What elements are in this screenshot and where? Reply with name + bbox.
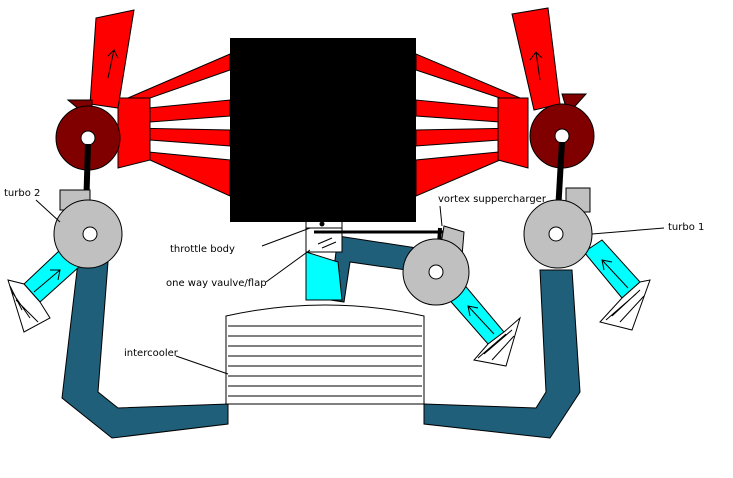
intake-right [583, 239, 651, 331]
filter-pleats-icon [605, 289, 645, 323]
compressor-left [53, 189, 123, 269]
intake-supercharger [445, 281, 521, 367]
intake-left [7, 249, 81, 333]
arrow-up-left-icon [467, 305, 495, 335]
vortex-supercharger-label: vortex suppercharger [438, 194, 547, 205]
engine-block [230, 38, 416, 222]
exhaust-manifold-right [415, 53, 529, 197]
intercooler [225, 304, 425, 405]
compressor-hub-right [548, 226, 564, 242]
compressor-hub-left [82, 226, 98, 242]
leader-one-way-valve [265, 249, 311, 283]
leader-vortex-supercharger [439, 205, 443, 227]
arrow-up-right-icon [33, 269, 61, 293]
arrow-up-icon [529, 51, 543, 81]
turbine-hub-left [80, 130, 96, 146]
one-way-valve-housing [305, 227, 343, 253]
arrow-up-icon [107, 49, 119, 79]
right-runner-top [415, 53, 521, 99]
intercooler-core [225, 304, 425, 405]
intercooler-fins [228, 325, 422, 397]
leader-lines [35, 199, 665, 375]
throttle-body-label: throttle body [170, 244, 235, 255]
throttle-pivot [319, 221, 325, 227]
exhaust-manifold-left [117, 53, 231, 197]
cold-intake-duct [305, 251, 343, 301]
charge-piping [61, 235, 581, 439]
leader-intercooler [175, 355, 229, 375]
vortex-supercharger [402, 225, 470, 306]
turbo-2-label: turbo 2 [4, 188, 40, 199]
turbo-1-label: turbo 1 [668, 222, 704, 233]
turbine-housing-left [55, 99, 121, 171]
turbine-housing-right [529, 93, 595, 169]
exhaust-outlet-right [511, 7, 561, 111]
left-collector [117, 97, 151, 169]
right-downpipe [511, 7, 561, 111]
supercharger-hub [428, 264, 444, 280]
arrow-up-left-icon [601, 259, 629, 289]
exhaust-outlet-left [89, 9, 135, 109]
intercooler-to-right-pipe [423, 269, 581, 439]
leader-throttle-body [261, 227, 311, 247]
filter-pleats-icon [477, 329, 515, 361]
air-filter-left [7, 279, 51, 333]
one-way-flap-icon [317, 237, 337, 249]
one-way-valve-label: one way vaulve/flap [166, 278, 267, 289]
left-runner-top [127, 53, 231, 99]
leader-turbo-2 [35, 199, 61, 223]
turbine-hub-right [554, 128, 570, 144]
filter-pleats-icon [9, 285, 39, 323]
right-collector [497, 97, 529, 169]
intercooler-label: intercooler [124, 348, 179, 359]
leader-turbo-1 [591, 227, 665, 235]
